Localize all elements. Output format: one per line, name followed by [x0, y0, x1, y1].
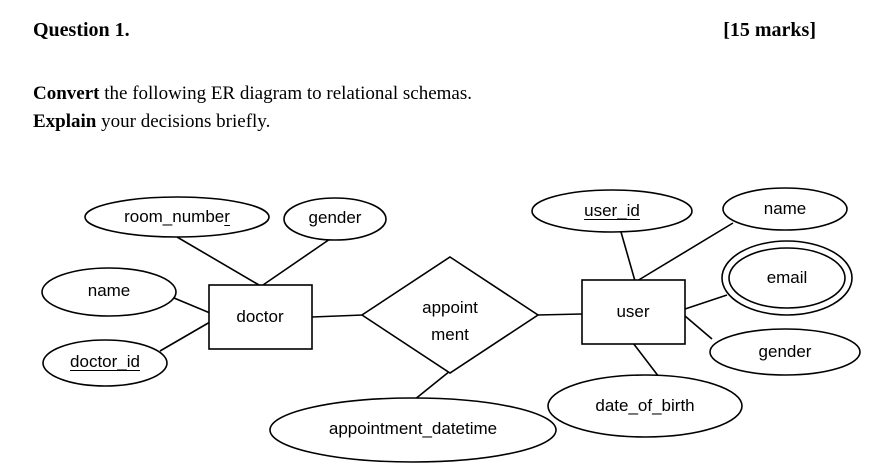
- user-gender-label: gender: [758, 342, 812, 361]
- doctor-id-attribute-ellipse: [42, 339, 168, 387]
- edge-date-of-birth-user: [632, 342, 660, 378]
- doctor-name-label: name: [87, 281, 131, 300]
- doctor-gender-label: gender: [308, 208, 362, 227]
- user-id-label: user_id: [584, 201, 640, 220]
- date-of-birth-label: date_of_birth: [595, 396, 695, 415]
- user-entity-label: user: [616, 302, 650, 321]
- doctor-id-label: doctor_id: [70, 352, 140, 371]
- appointment-relationship-label: appoint ment: [422, 294, 478, 348]
- edge-gender-user: [684, 315, 713, 340]
- room-number-label-main: room_numbe: [124, 207, 225, 226]
- edge-name-doctor: [173, 297, 211, 314]
- instruction-line-1-keyword: Convert: [33, 83, 100, 104]
- instruction-line-2-keyword: Explain: [33, 111, 97, 132]
- edge-doctor-appointment: [311, 314, 364, 318]
- doctor-entity-label: doctor: [236, 307, 284, 326]
- appointment-relationship-diamond: [360, 256, 540, 374]
- instruction-line-1: Convert the following ER diagram to rela…: [33, 80, 472, 108]
- edge-user-id-user: [620, 231, 636, 282]
- edge-appointment-datetime: [413, 370, 451, 401]
- doctor-name-attribute-ellipse: [41, 267, 177, 317]
- edge-room-number-doctor: [176, 236, 260, 286]
- appointment-datetime-label: appointment_datetime: [328, 419, 498, 438]
- room-number-attribute-ellipse: [84, 196, 270, 238]
- er-diagram: [41, 187, 861, 463]
- question-header: Question 1. [15 marks]: [33, 18, 816, 42]
- doctor-entity-box: [208, 284, 313, 350]
- edge-email-user: [684, 294, 728, 310]
- user-id-attribute-ellipse: [531, 189, 693, 233]
- user-name-attribute-ellipse: [722, 187, 848, 231]
- user-gender-attribute-ellipse: [709, 328, 861, 376]
- instruction-line-2: Explain your decisions briefly.: [33, 108, 472, 136]
- appointment-datetime-attribute-ellipse: [269, 397, 557, 463]
- room-number-label-underlined-suffix: r: [224, 207, 230, 226]
- user-entity-box: [581, 279, 686, 345]
- question-title: Question 1.: [33, 19, 130, 41]
- date-of-birth-attribute-ellipse: [547, 374, 743, 438]
- room-number-label: room_number: [124, 207, 230, 227]
- marks-badge: [15 marks]: [723, 19, 816, 41]
- appointment-relationship-label-line1: appoint: [422, 298, 478, 317]
- user-name-label: name: [763, 199, 807, 218]
- email-label: email: [766, 268, 808, 287]
- edge-appointment-user: [536, 313, 583, 316]
- email-attribute-inner-ellipse: [728, 247, 846, 309]
- edge-name-user: [636, 222, 734, 282]
- edge-gender-doctor: [262, 238, 331, 286]
- doctor-gender-attribute-ellipse: [283, 197, 387, 241]
- appointment-relationship-label-line2: ment: [431, 325, 469, 344]
- instruction-line-2-rest: your decisions briefly.: [96, 111, 271, 132]
- instruction-line-1-rest: the following ER diagram to relational s…: [99, 83, 472, 104]
- instructions: Convert the following ER diagram to rela…: [33, 80, 472, 136]
- edge-doctor-id-doctor: [159, 321, 211, 352]
